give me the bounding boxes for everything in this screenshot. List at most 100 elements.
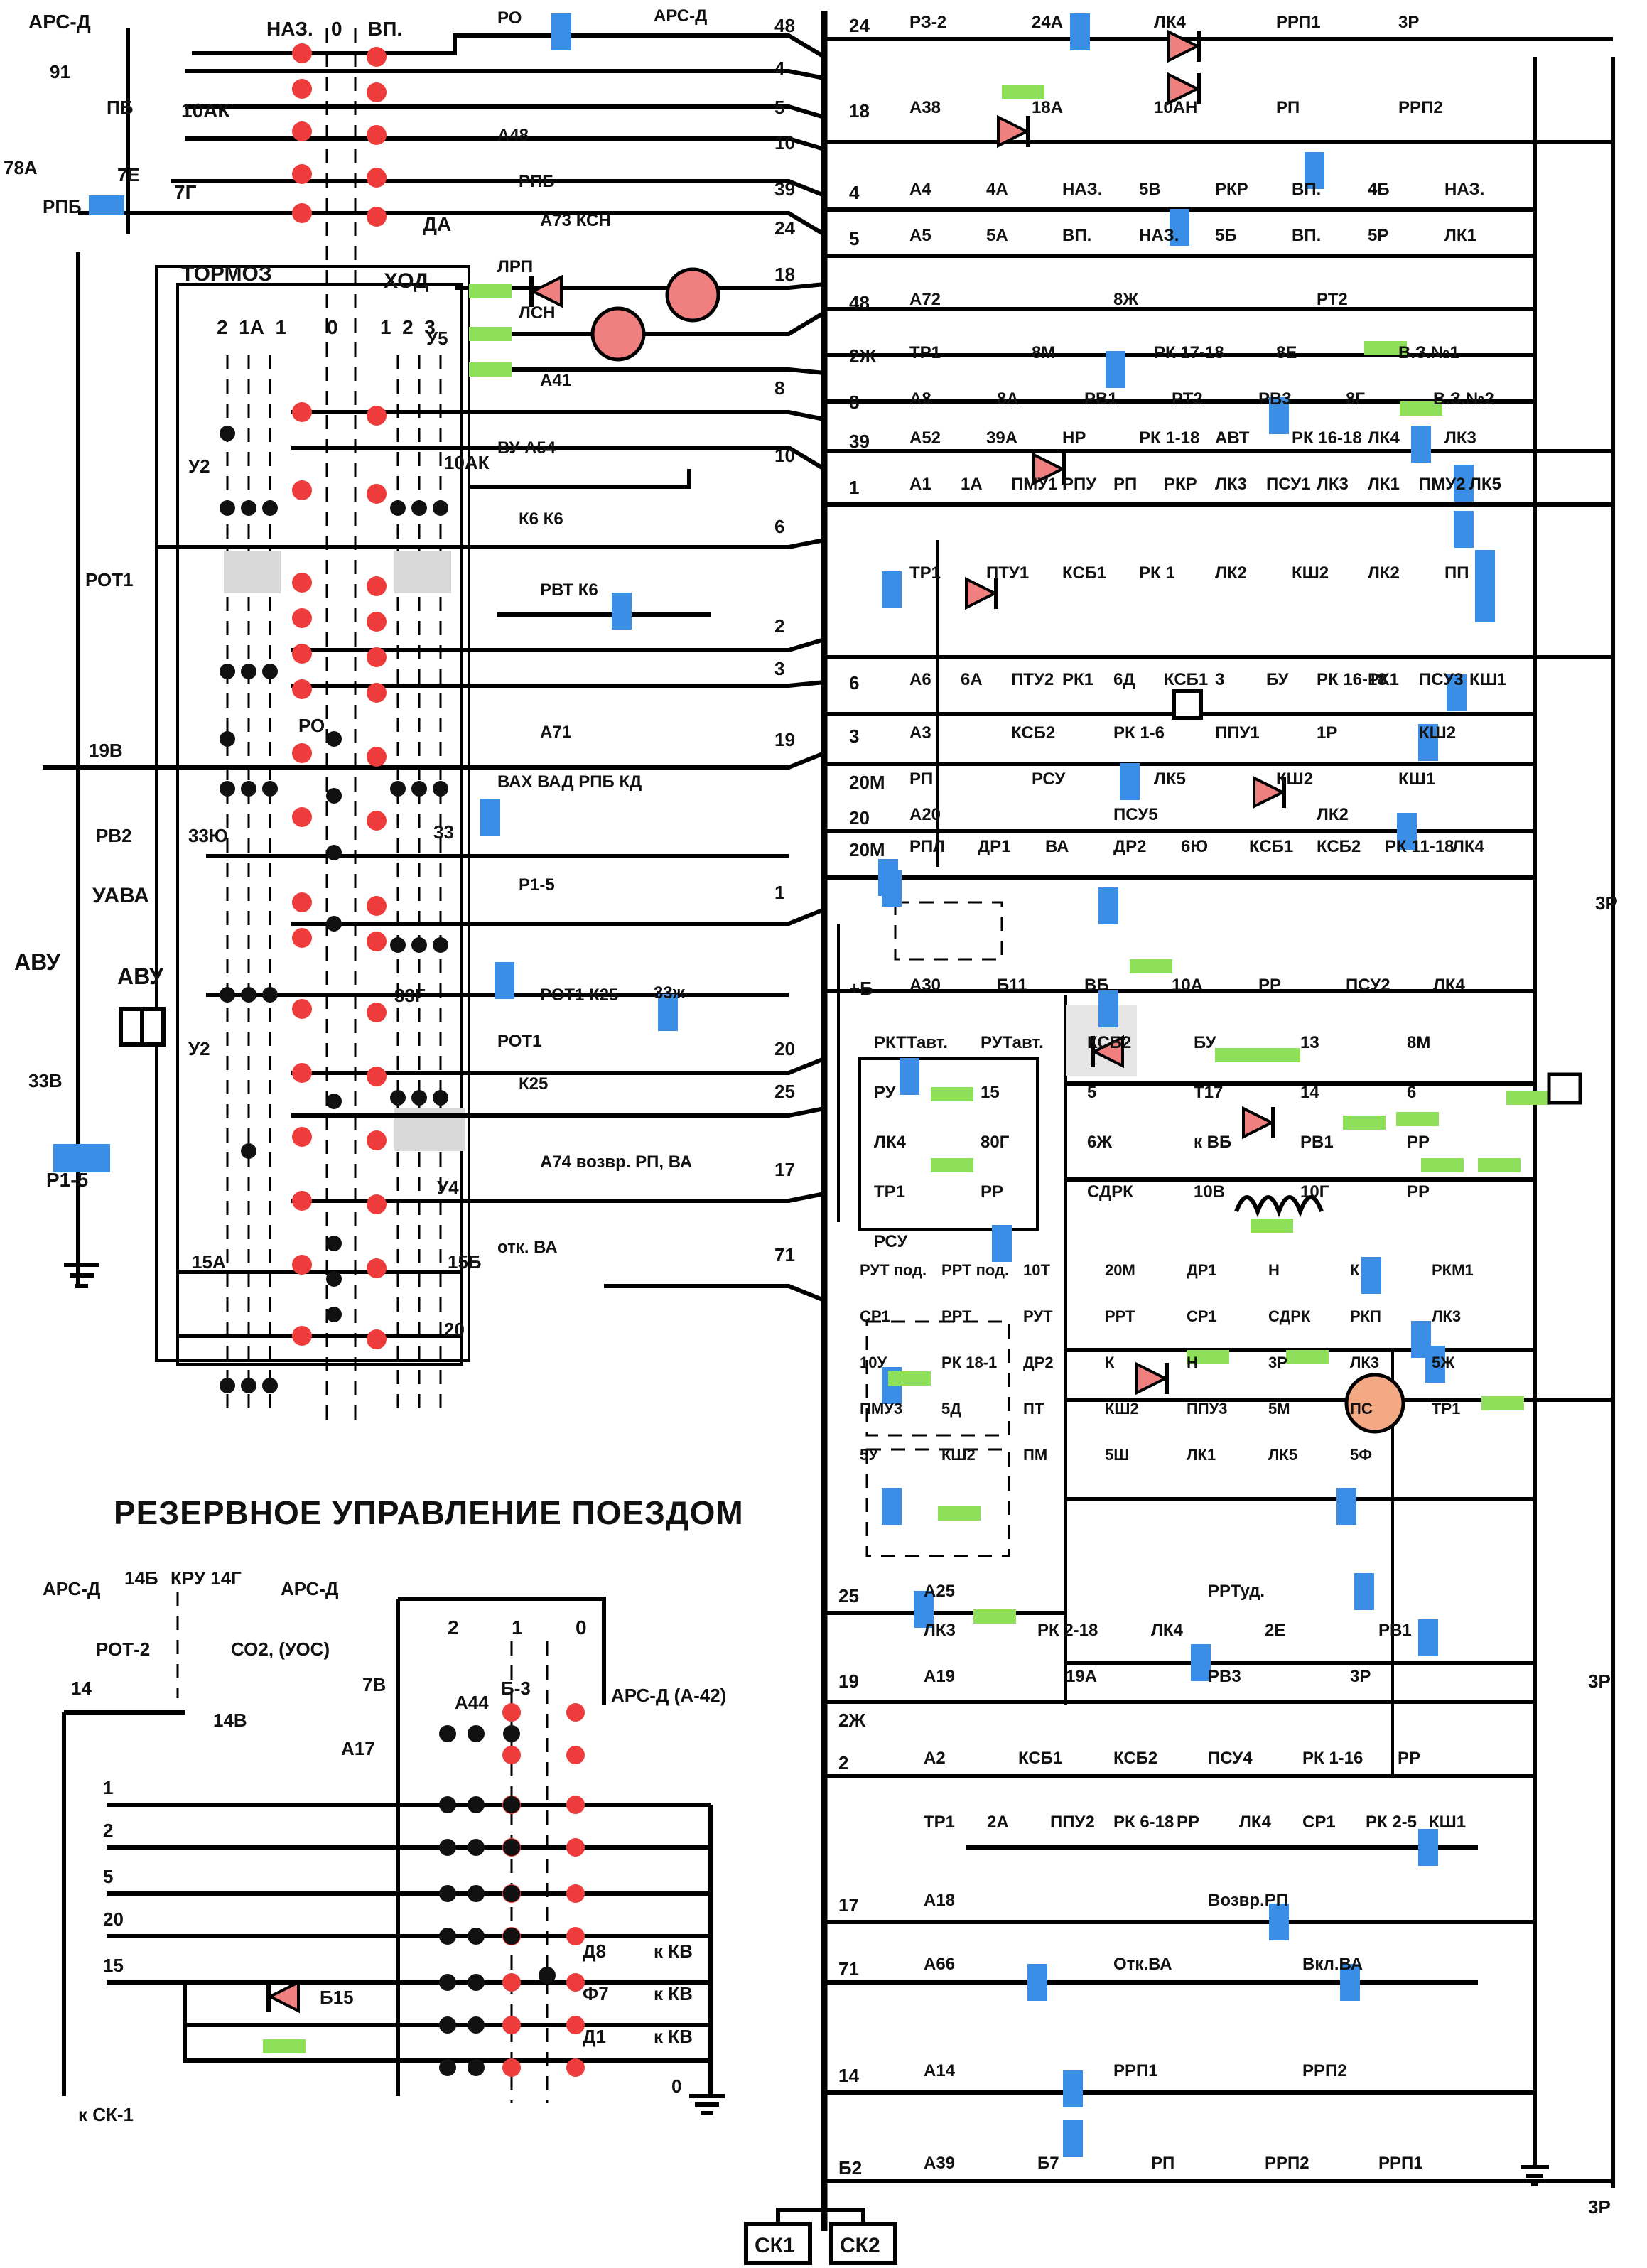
row-number: Б2 — [838, 2157, 862, 2178]
contact-dot-black — [390, 1090, 406, 1106]
diode — [1167, 29, 1201, 63]
contact-dot-black — [433, 1090, 448, 1106]
wire-component: ВАХ ВАД РПБ КД — [497, 772, 642, 792]
contact-dot-black — [468, 2016, 485, 2034]
relay-coil — [1454, 465, 1474, 502]
contact-dot-red — [367, 484, 387, 504]
contact-dot-black — [468, 1839, 485, 1856]
row-component: ЛК4 — [1239, 1813, 1271, 1832]
row-component: 18А — [1032, 98, 1063, 117]
row-component: РРП1 — [1378, 2154, 1423, 2173]
contact-dot-red — [367, 683, 387, 703]
contact-dot-red — [292, 892, 312, 912]
row-component: 3Р — [1398, 13, 1419, 32]
row-number: 18 — [849, 100, 870, 122]
wire-component: РВТ К6 — [540, 580, 598, 600]
wire-number: 20 — [774, 1038, 795, 1059]
contact-dot-red — [292, 203, 312, 223]
contact-dot-black — [433, 781, 448, 796]
diodes — [266, 29, 1286, 2014]
relay-coil — [1447, 674, 1467, 711]
mid-component: СДРК — [1087, 1182, 1133, 1202]
reserve-wiring — [62, 1592, 713, 2103]
wire-component: ЛРП — [497, 257, 533, 276]
contact-dot-red — [367, 747, 387, 767]
diode — [997, 114, 1030, 148]
contact-dot-black — [220, 987, 235, 1003]
contact-dot-black — [503, 1796, 520, 1813]
wire-number: 3 — [774, 658, 784, 679]
contact-dot-red — [292, 807, 312, 827]
row-component: Вкл.ВА — [1302, 1955, 1363, 1974]
row-component: ЛК3 — [1317, 475, 1349, 494]
contact-dot-black — [433, 937, 448, 953]
contact-dot-red — [566, 1927, 585, 1945]
lower-component: ТР1 — [1432, 1400, 1460, 1418]
contact-dot-red — [566, 1796, 585, 1814]
contact-dot-black — [503, 1725, 520, 1742]
row-component: РРП1 — [1113, 2061, 1158, 2080]
wire-destination: АРС-Д — [654, 6, 707, 26]
row-component: ЛК5 — [1154, 770, 1186, 789]
row-component: ЛК2 — [1215, 563, 1247, 583]
left-label: У5 — [426, 328, 448, 349]
contact-dot-red — [566, 1746, 585, 1764]
row-component: ПСУ2 — [1346, 976, 1390, 995]
row-component: КШ2 — [1419, 723, 1456, 742]
contact-dot-red — [292, 999, 312, 1019]
row-component: 8М — [1032, 343, 1055, 362]
contact-dot-black — [468, 1974, 485, 1991]
contact-dot-red — [292, 1191, 312, 1211]
reserve-wire-number: 20 — [103, 1908, 124, 1930]
row-component: ДР2 — [1113, 837, 1146, 856]
mid-component: 8М — [1407, 1033, 1430, 1052]
contact-dot-red — [367, 47, 387, 67]
row-component: А30 — [909, 976, 941, 995]
wire-component: РПБ — [519, 172, 555, 191]
relay-coil — [882, 1488, 902, 1525]
resistor — [1421, 1158, 1464, 1172]
lower-component: КШ2 — [1105, 1400, 1139, 1418]
resistor — [888, 1371, 931, 1386]
row-component: 6Д — [1113, 670, 1135, 689]
wire-component: А74 возвр. РП, ВА — [540, 1152, 692, 1172]
wire-component: К6 К6 — [519, 509, 563, 529]
reserve-w14: 14 — [71, 1678, 92, 1699]
row-component: РК 6-18 — [1113, 1813, 1174, 1832]
resistor — [469, 362, 512, 377]
contact-dot-red — [292, 164, 312, 184]
reserve-wire-number: 15 — [103, 1955, 124, 1976]
wire-component: РО — [497, 9, 522, 28]
relay-coil-rpb — [89, 195, 124, 215]
row-component: РР — [1177, 1813, 1199, 1832]
row-component: ВП. — [1292, 180, 1321, 199]
row-component: РП — [1276, 98, 1300, 117]
lower-component: К — [1105, 1354, 1115, 1371]
contact-dot-black — [503, 1928, 520, 1945]
row-component: КШ1 — [1398, 770, 1435, 789]
row-component: РК 1-6 — [1113, 723, 1165, 742]
relay-coil — [612, 593, 632, 630]
lower-component: 20М — [1105, 1261, 1135, 1279]
row-component: А14 — [924, 2061, 956, 2080]
left-label: У2 — [188, 1038, 210, 1059]
row-number: 5 — [849, 228, 859, 249]
contact-dot-black — [439, 2016, 456, 2034]
contact-dot-black — [411, 500, 427, 516]
reserve-ars-d-right: АРС-Д — [281, 1578, 339, 1599]
diode — [1135, 1361, 1169, 1395]
row-component: КШ1 — [1429, 1813, 1466, 1832]
relay-coil — [1425, 1346, 1445, 1383]
lamp-lrp — [665, 267, 720, 323]
contact-dot-red — [367, 1194, 387, 1214]
row-component: ЛК1 — [1368, 475, 1400, 494]
row-component: НАЗ. — [1062, 180, 1102, 199]
row-component: ЛК5 — [1469, 475, 1501, 494]
mid-component: РР — [1407, 1133, 1430, 1152]
terminal-sk1-label: СК1 — [755, 2234, 795, 2257]
label-33v: 33В — [28, 1070, 63, 1091]
relay-coil — [1411, 426, 1431, 463]
reserve-control-title: РЕЗЕРВНОЕ УПРАВЛЕНИЕ ПОЕЗДОМ — [114, 1494, 744, 1531]
row-component: ЛК4 — [1154, 13, 1186, 32]
